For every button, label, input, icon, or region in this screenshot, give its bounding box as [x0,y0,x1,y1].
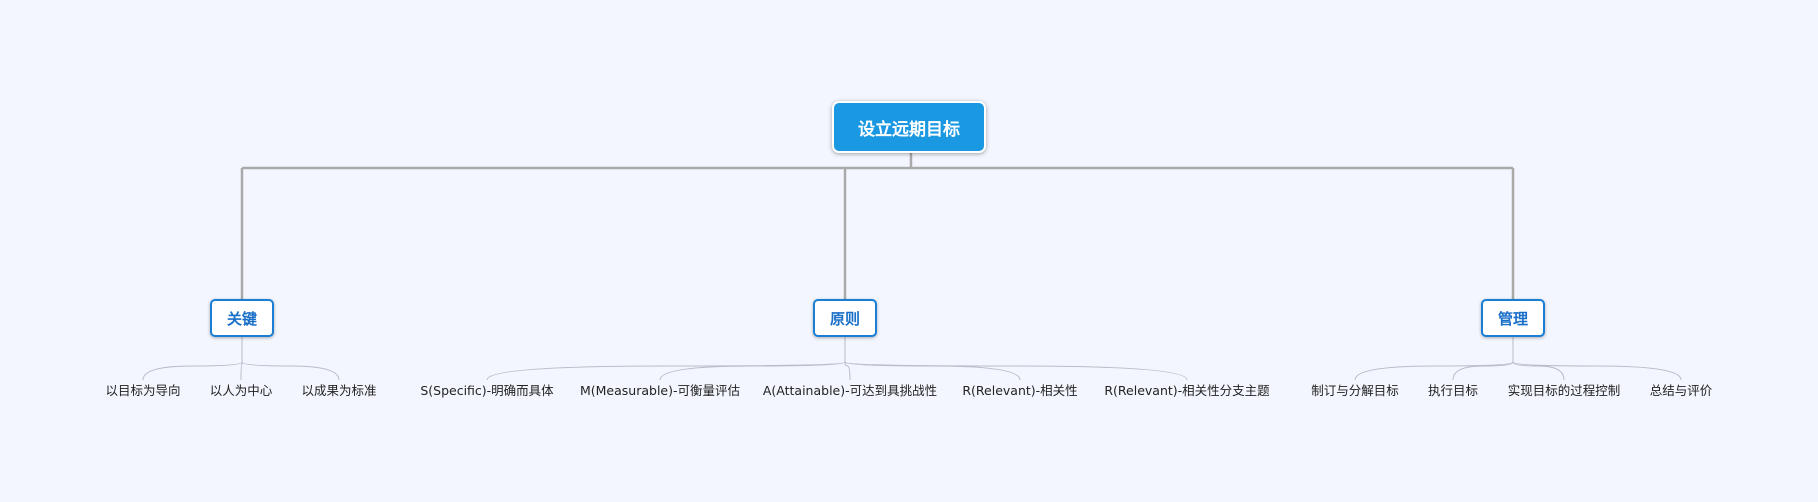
connector-leaf-0-0 [142,337,243,381]
branch-topic-management[interactable]: 管理 [1481,299,1545,337]
leaf-topic-specific[interactable]: S(Specific)-明确而具体 [420,382,554,398]
connector-leaf-1-4 [844,337,1188,381]
branch-topic-principles[interactable]: 原则 [813,299,877,337]
leaf-topic-people-centered[interactable]: 以人为中心 [209,382,273,398]
leaf-topic-set-decompose-goals[interactable]: 制订与分解目标 [1311,382,1399,398]
connector-leaf-0-2 [241,337,340,381]
connector-leaf-2-1 [1452,337,1514,381]
leaf-topic-goal-oriented[interactable]: 以目标为导向 [105,382,181,398]
connector-leaf-1-0 [486,337,846,381]
leaf-topic-execute-goals[interactable]: 执行目标 [1427,382,1479,398]
connector-leaf-2-2 [1512,337,1565,381]
leaf-topic-summary-evaluation[interactable]: 总结与评价 [1649,382,1713,398]
branch-topic-key[interactable]: 关键 [210,299,274,337]
leaf-topic-results-standard[interactable]: 以成果为标准 [301,382,377,398]
leaf-topic-relevant[interactable]: R(Relevant)-相关性 [962,382,1078,398]
connector-leaf-1-3 [844,337,1021,381]
leaf-topic-measurable[interactable]: M(Measurable)-可衡量评估 [579,382,741,398]
connector-leaf-2-3 [1512,337,1682,381]
connector-leaf-1-1 [659,337,846,381]
root-topic[interactable]: 设立远期目标 [832,101,986,153]
leaf-topic-process-control[interactable]: 实现目标的过程控制 [1507,382,1621,398]
leaf-topic-attainable[interactable]: A(Attainable)-可达到具挑战性 [762,382,938,398]
leaf-topic-relevant-subtopic[interactable]: R(Relevant)-相关性分支主题 [1104,382,1270,398]
connector-leaf-2-0 [1354,337,1514,381]
connector-leaf-1-2 [844,337,851,381]
connector-leaf-0-1 [240,337,243,381]
